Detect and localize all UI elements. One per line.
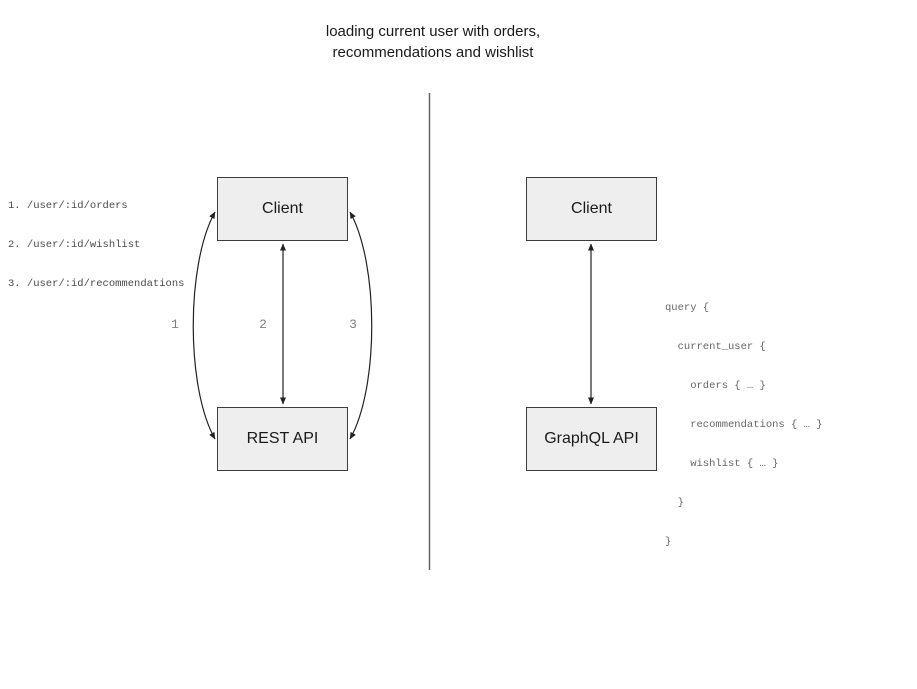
rest-api-label: REST API — [246, 430, 319, 447]
query-line-4: recommendations { … } — [665, 419, 823, 431]
rest-endpoint-recommendations: 3. /user/:id/recommendations — [8, 278, 185, 290]
query-line-5: wishlist { … } — [665, 458, 779, 470]
query-line-6: } — [665, 497, 684, 509]
query-line-2: current_user { — [665, 341, 766, 353]
rest-endpoint-orders: 1. /user/:id/orders — [8, 200, 128, 212]
graphql-query-code: query { current_user { orders { … } reco… — [665, 276, 823, 575]
rest-call-3-label: 3 — [349, 317, 357, 332]
rest-call-1-arrow — [192, 211, 216, 440]
rest-api-box: REST API — [217, 407, 348, 471]
rest-client-label: Client — [262, 200, 303, 217]
query-line-7: } — [665, 536, 672, 548]
rest-call-1-label: 1 — [171, 317, 179, 332]
graphql-client-label: Client — [571, 200, 612, 217]
rest-endpoint-wishlist: 2. /user/:id/wishlist — [8, 239, 141, 251]
rest-client-box: Client — [217, 177, 348, 241]
graphql-client-box: Client — [526, 177, 657, 241]
graphql-api-box: GraphQL API — [526, 407, 657, 471]
diagram-title: loading current user with orders, recomm… — [233, 21, 633, 63]
graphql-api-label: GraphQL API — [544, 430, 639, 447]
rest-call-3-arrow — [349, 211, 373, 440]
query-line-3: orders { … } — [665, 380, 766, 392]
rest-endpoint-list: 1. /user/:id/orders 2. /user/:id/wishlis… — [8, 174, 184, 317]
title-line-2: recommendations and wishlist — [332, 44, 534, 61]
query-line-1: query { — [665, 302, 710, 314]
rest-call-2-label: 2 — [259, 317, 267, 332]
title-line-1: loading current user with orders, — [325, 23, 541, 40]
